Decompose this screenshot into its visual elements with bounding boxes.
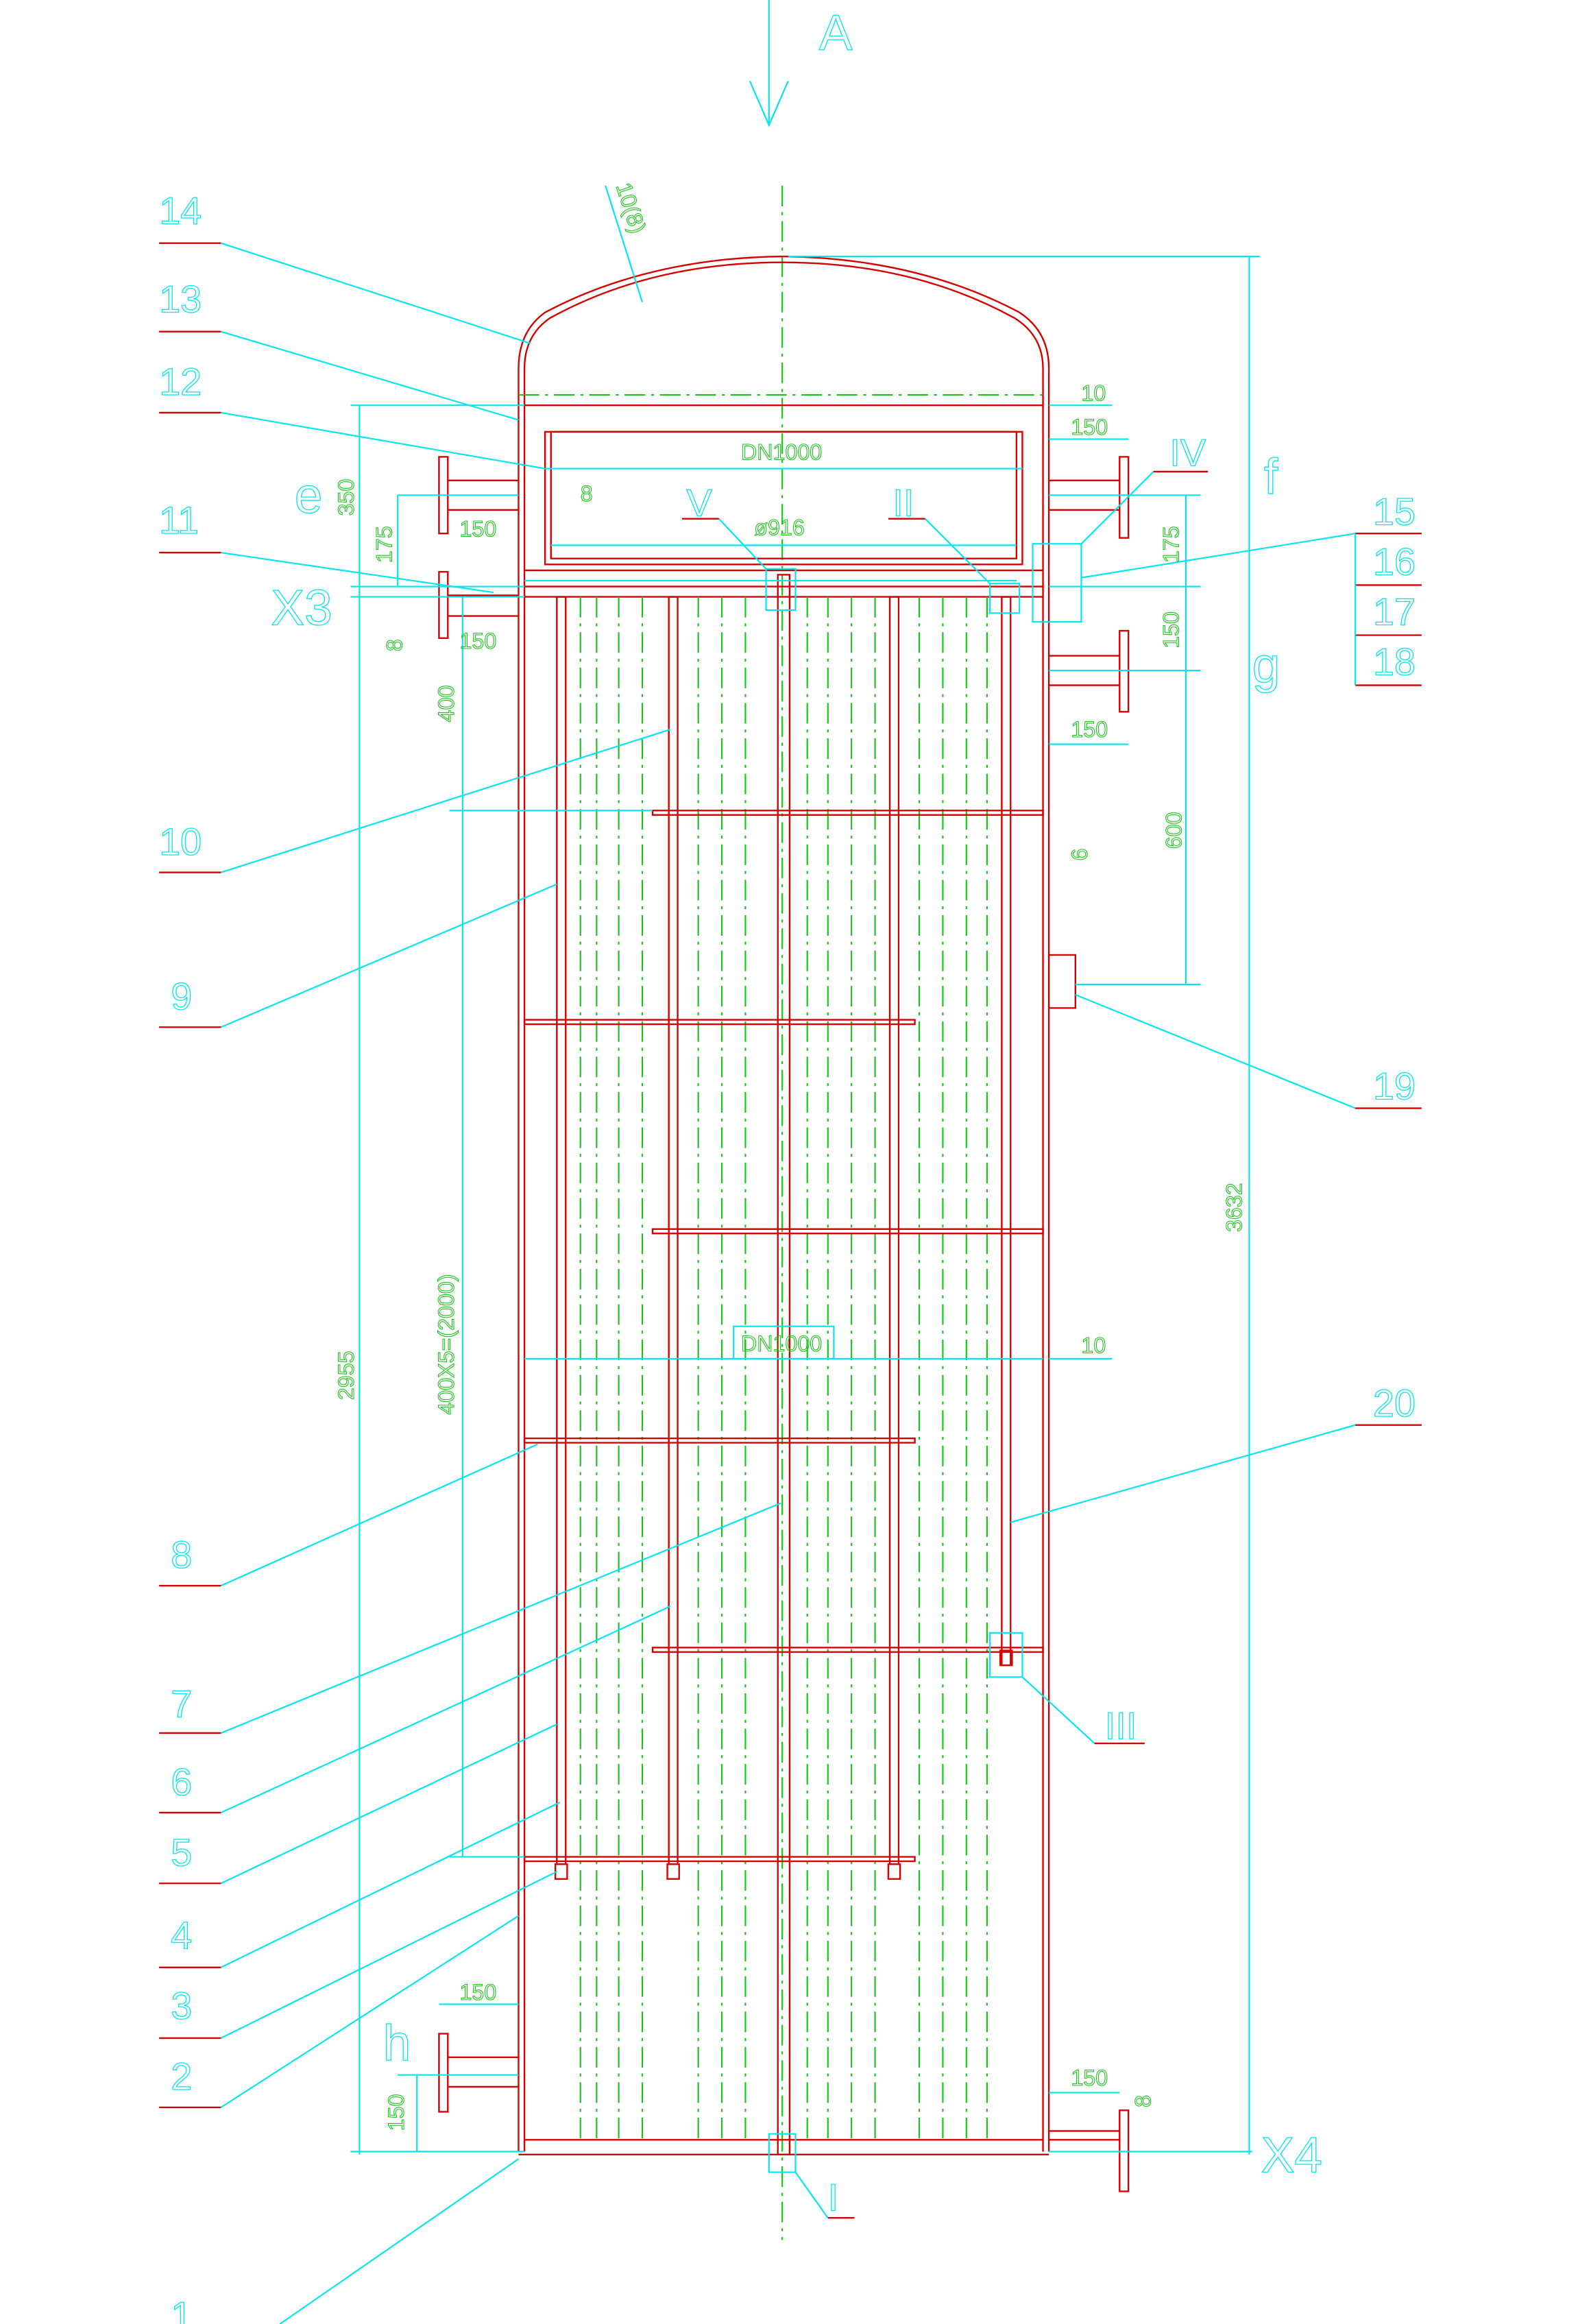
nozzle-e: e xyxy=(295,468,323,524)
dim-h-height: 150 xyxy=(384,2094,409,2131)
shell xyxy=(518,395,1050,2155)
balloon-10: 10 xyxy=(159,820,202,863)
dim-baffle-pitch: 400X5=(2000) xyxy=(434,1274,459,1414)
dim-plate-dia: ø916 xyxy=(754,515,804,540)
balloon-13: 13 xyxy=(159,278,202,321)
balloon-19: 19 xyxy=(1373,1065,1416,1108)
balloon-12: 12 xyxy=(159,360,202,403)
balloon-7: 7 xyxy=(171,1682,192,1725)
dim-first-baffle: 400 xyxy=(434,686,459,723)
nozzles-left xyxy=(438,456,519,2113)
view-arrow-a: A xyxy=(749,0,853,128)
dim-right-175: 175 xyxy=(1158,526,1183,563)
dim-x4-thickness: 8 xyxy=(1130,2095,1155,2107)
dim-wall-mid: 10 xyxy=(1081,1333,1106,1357)
balloon-6: 6 xyxy=(171,1760,192,1803)
balloon-2: 2 xyxy=(171,2055,192,2098)
dim-baffle-thickness: 6 xyxy=(1067,848,1092,860)
balloon-8: 8 xyxy=(171,1533,192,1576)
detail-iii: III xyxy=(1105,1704,1137,1747)
dim-shell-length: 2955 xyxy=(334,1351,359,1400)
balloon-14: 14 xyxy=(159,189,202,232)
dim-g-to-19: 600 xyxy=(1162,812,1187,849)
nozzle-letters: e f g h X3 X4 xyxy=(271,448,1323,2183)
balloons-right: 15 16 17 18 19 20 xyxy=(1372,489,1416,1425)
dim-right-150: 150 xyxy=(1158,612,1183,649)
dim-x3-thickness: 8 xyxy=(382,639,407,651)
balloon-15: 15 xyxy=(1373,489,1416,533)
balloon-9: 9 xyxy=(171,975,192,1018)
nozzle-h: h xyxy=(383,2016,411,2071)
elliptical-head: 10(8) xyxy=(518,179,1050,396)
dim-wall-top: 10 xyxy=(1081,381,1106,406)
balloon-3: 3 xyxy=(171,1984,192,2027)
balloon-5: 5 xyxy=(171,1830,192,1874)
dim-nozzle-tl: 150 xyxy=(460,516,497,541)
nozzle-x4: X4 xyxy=(1261,2128,1322,2183)
balloon-18: 18 xyxy=(1373,640,1416,683)
dim-top-dn: DN1000 xyxy=(741,440,822,465)
dim-e-height: 350 xyxy=(334,479,359,516)
detail-iv: IV xyxy=(1169,431,1206,474)
balloons-left: 14 13 12 11 10 9 8 7 6 5 4 3 2 1 xyxy=(158,189,202,2324)
balloon-1: 1 xyxy=(171,2293,192,2324)
detail-v: V xyxy=(686,481,712,524)
tie-rods xyxy=(555,574,1013,2155)
nozzles-right xyxy=(1047,456,1130,2192)
dimension-texts: DN1000 ø916 DN1000 10 10 8 150 150 150 1… xyxy=(333,380,1247,2131)
detail-labels: V II III IV I xyxy=(686,431,1207,2219)
dim-e-offset: 175 xyxy=(372,526,397,563)
nozzle-f: f xyxy=(1264,449,1278,505)
dim-shell-dn: DN1000 xyxy=(741,1331,822,1356)
dim-nozzle-bl: 150 xyxy=(460,1980,497,2005)
dimension-lines xyxy=(350,256,1252,2155)
dim-overall-height: 3632 xyxy=(1222,1183,1247,1232)
view-label: A xyxy=(819,5,853,61)
dim-nozzle-br: 150 xyxy=(1071,2066,1108,2090)
detail-ii: II xyxy=(892,481,914,524)
nozzle-x3: X3 xyxy=(271,580,332,636)
dim-nozzle-mr: 150 xyxy=(1071,717,1108,742)
dim-inner-offset: 8 xyxy=(581,481,593,506)
dim-nozzle-tr: 150 xyxy=(1071,415,1108,439)
balloon-16: 16 xyxy=(1373,540,1416,583)
balloon-4: 4 xyxy=(171,1913,192,1957)
balloon-17: 17 xyxy=(1373,590,1416,633)
dim-nozzle-ml: 150 xyxy=(460,629,497,653)
leader-lines xyxy=(220,242,1356,2324)
balloon-underlines xyxy=(159,242,1422,2219)
nozzle-g: g xyxy=(1252,638,1280,693)
balloon-20: 20 xyxy=(1373,1381,1416,1425)
balloon-11: 11 xyxy=(159,498,199,542)
head-thickness: 10(8) xyxy=(611,180,651,237)
baffles xyxy=(523,810,1044,1863)
tube-bundle xyxy=(579,596,988,2140)
detail-boxes xyxy=(765,543,1082,2173)
detail-i: I xyxy=(828,2175,839,2218)
